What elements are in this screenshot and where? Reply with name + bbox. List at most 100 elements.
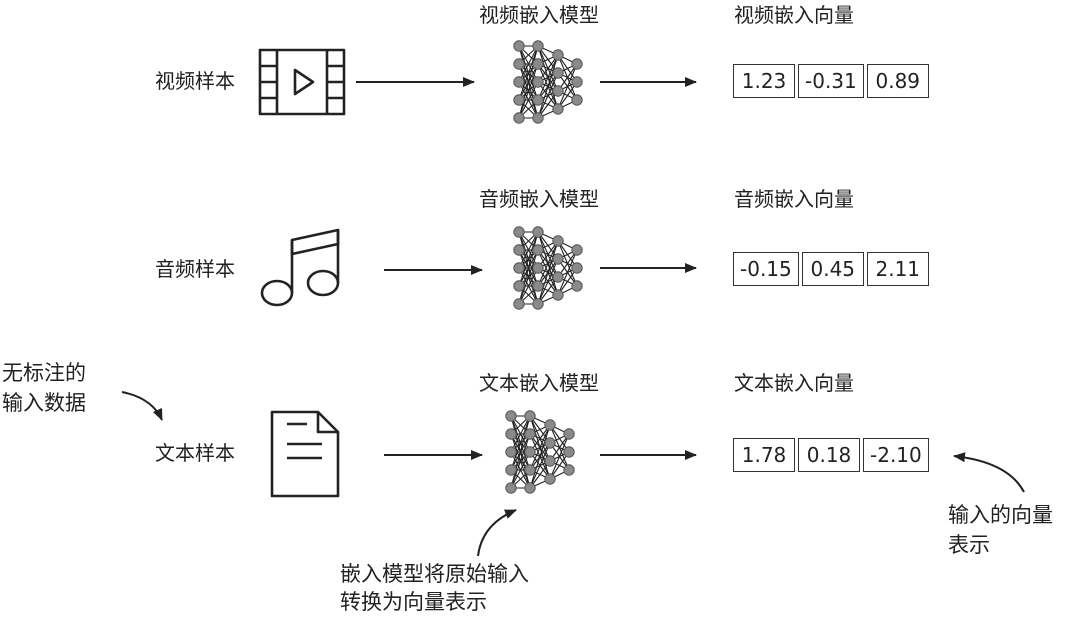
network-node <box>524 464 536 476</box>
network-node <box>505 464 517 476</box>
network-node <box>513 244 525 256</box>
annotation-line: 表示 <box>948 533 990 557</box>
network-edge <box>510 415 531 453</box>
neural-network-icon <box>513 226 583 310</box>
vector-cell: 1.23 <box>733 64 795 98</box>
network-edge <box>537 240 559 305</box>
network-node <box>524 428 536 440</box>
model-label-audio: 音频嵌入模型 <box>479 187 599 211</box>
network-edge <box>537 72 559 119</box>
sample-label-audio: 音频样本 <box>155 257 235 281</box>
network-edge <box>557 63 578 110</box>
network-node <box>524 446 536 458</box>
network-node <box>552 85 564 97</box>
network-node <box>505 428 517 440</box>
network-node <box>552 289 564 301</box>
vector-label-video: 视频嵌入向量 <box>734 3 854 27</box>
network-node <box>552 67 564 79</box>
network-node <box>532 58 544 70</box>
pointer-arrow-unlabeled-input <box>121 391 163 421</box>
annotation-line: 输入数据 <box>2 391 86 415</box>
network-edge <box>510 415 531 471</box>
network-node <box>513 40 525 52</box>
network-edge <box>557 249 578 296</box>
pointer-arrow-vector-note <box>953 452 1025 493</box>
vector-label-text: 文本嵌入向量 <box>734 371 854 395</box>
network-node <box>513 76 525 88</box>
network-node <box>544 437 556 449</box>
network-node <box>505 482 517 494</box>
vector-cell: 2.11 <box>866 252 929 286</box>
network-edge <box>537 240 559 287</box>
pointer-arrow-model-note <box>477 509 517 557</box>
vector-cell: 0.45 <box>801 252 864 286</box>
network-node <box>544 419 556 431</box>
network-edge <box>529 424 551 489</box>
neural-network-icon <box>513 40 583 124</box>
model-label-video: 视频嵌入模型 <box>479 3 599 27</box>
network-node <box>513 262 525 274</box>
network-node <box>505 446 517 458</box>
embedding-vector-text: 1.78 0.18 -2.10 <box>733 438 929 472</box>
vector-cell: -2.10 <box>863 438 929 472</box>
annotation-unlabeled-input: 无标注的 输入数据 <box>2 358 86 418</box>
network-node <box>563 446 575 458</box>
annotation-model-note: 嵌入模型将原始输入 转换为向量表示 <box>340 560 529 616</box>
network-edge <box>537 54 559 101</box>
network-edge <box>537 258 559 305</box>
annotation-line: 转换为向量表示 <box>340 590 487 614</box>
network-node <box>513 226 525 238</box>
vector-cell: -0.15 <box>733 252 799 286</box>
network-edge <box>518 45 539 83</box>
network-node <box>571 244 583 256</box>
network-edge <box>529 424 551 471</box>
music-note-icon <box>260 228 340 307</box>
network-edge <box>518 249 539 305</box>
network-node <box>552 271 564 283</box>
network-edge <box>518 45 539 119</box>
sample-label-text: 文本样本 <box>155 441 235 465</box>
annotation-line: 输入的向量 <box>948 503 1053 527</box>
network-node <box>513 94 525 106</box>
network-node <box>571 94 583 106</box>
network-edge <box>518 267 539 305</box>
network-node <box>513 112 525 124</box>
network-node <box>552 49 564 61</box>
network-node <box>544 473 556 485</box>
network-node <box>532 76 544 88</box>
network-edge <box>518 231 539 269</box>
network-edge <box>518 81 539 119</box>
network-node <box>532 244 544 256</box>
network-node <box>571 58 583 70</box>
vector-cell: 1.78 <box>733 438 795 472</box>
network-node <box>532 94 544 106</box>
network-edge <box>510 433 531 489</box>
vector-label-audio: 音频嵌入向量 <box>734 187 854 211</box>
network-node <box>571 76 583 88</box>
network-node <box>552 103 564 115</box>
network-edge <box>518 45 539 101</box>
vector-cell: -0.31 <box>798 64 864 98</box>
network-node <box>571 280 583 292</box>
annotation-line: 嵌入模型将原始输入 <box>340 562 529 586</box>
network-node <box>563 428 575 440</box>
network-node <box>532 112 544 124</box>
network-edge <box>518 63 539 119</box>
embedding-vector-video: 1.23 -0.31 0.89 <box>733 64 929 98</box>
vector-cell: 0.89 <box>866 64 929 98</box>
network-node <box>532 40 544 52</box>
annotation-line: 无标注的 <box>2 361 86 385</box>
network-node <box>532 262 544 274</box>
network-node <box>552 235 564 247</box>
network-node <box>524 482 536 494</box>
network-node <box>563 464 575 476</box>
network-node <box>505 410 517 422</box>
network-node <box>513 280 525 292</box>
network-node <box>544 455 556 467</box>
network-node <box>552 253 564 265</box>
network-node <box>532 226 544 238</box>
network-node <box>524 410 536 422</box>
network-edge <box>537 54 559 119</box>
network-node <box>532 298 544 310</box>
